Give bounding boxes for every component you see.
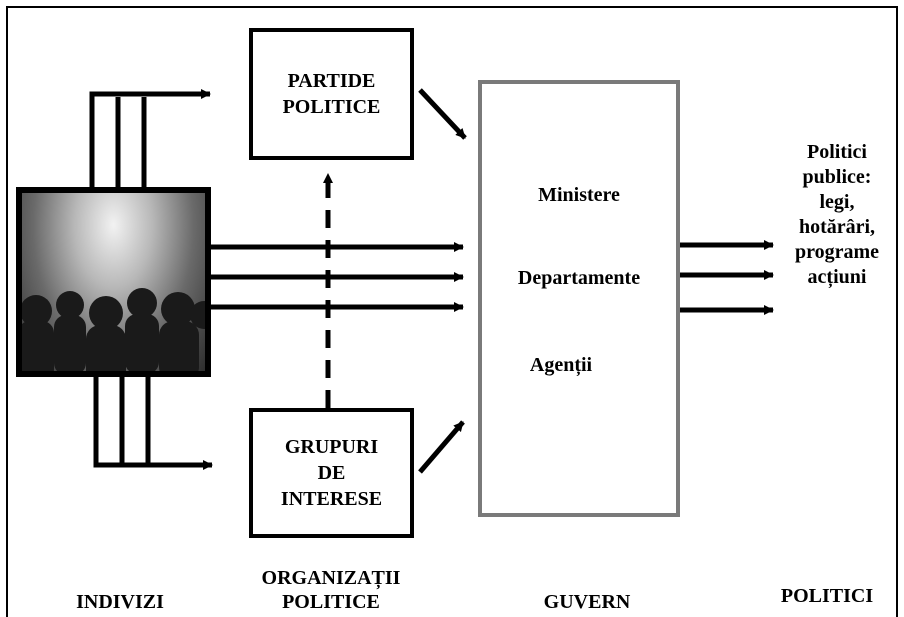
parties-label-line-1: PARTIDE — [287, 70, 376, 92]
government-departments: Departamente — [517, 267, 641, 289]
organizations-label-line-2: POLITICE — [282, 591, 380, 613]
lower-connector-line-1 — [93, 377, 213, 470]
crowd-silhouette-image — [16, 187, 211, 377]
output-line-1: Politici — [807, 141, 867, 163]
political-parties-box: PARTIDE POLITICE — [249, 28, 414, 160]
output-line-6: acțiuni — [807, 266, 867, 288]
groups-label-line-1: GRUPURI — [284, 436, 379, 458]
government-ministries: Ministere — [538, 184, 620, 206]
column-label-individuals: INDIVIZI — [76, 591, 164, 613]
interest-groups-box: GRUPURI DE INTERESE — [249, 408, 414, 538]
column-label-organizations: ORGANIZAȚII POLITICE — [236, 566, 426, 614]
organizations-label-line-1: ORGANIZAȚII — [261, 567, 401, 589]
output-line-4: hotărâri, — [798, 216, 876, 238]
parties-label-line-2: POLITICE — [282, 96, 381, 118]
groups-to-government-arrow — [418, 420, 465, 474]
output-line-5: programe — [794, 241, 880, 263]
upper-connector-line-1 — [89, 89, 211, 187]
parties-to-government-arrow — [418, 88, 467, 140]
groups-label-line-3: INTERESE — [280, 488, 383, 510]
public-policies-output: Politici publice: legi, hotărâri, progra… — [770, 140, 904, 290]
government-box: Ministere Departamente Agenții — [478, 80, 680, 517]
government-agencies: Agenții — [529, 354, 593, 376]
output-line-3: legi, — [819, 191, 855, 213]
column-label-government: GUVERN — [543, 591, 631, 613]
diagram-frame — [6, 6, 898, 617]
column-label-policies: POLITICI — [780, 585, 874, 607]
output-line-2: publice: — [802, 166, 872, 188]
groups-label-line-2: DE — [317, 462, 346, 484]
